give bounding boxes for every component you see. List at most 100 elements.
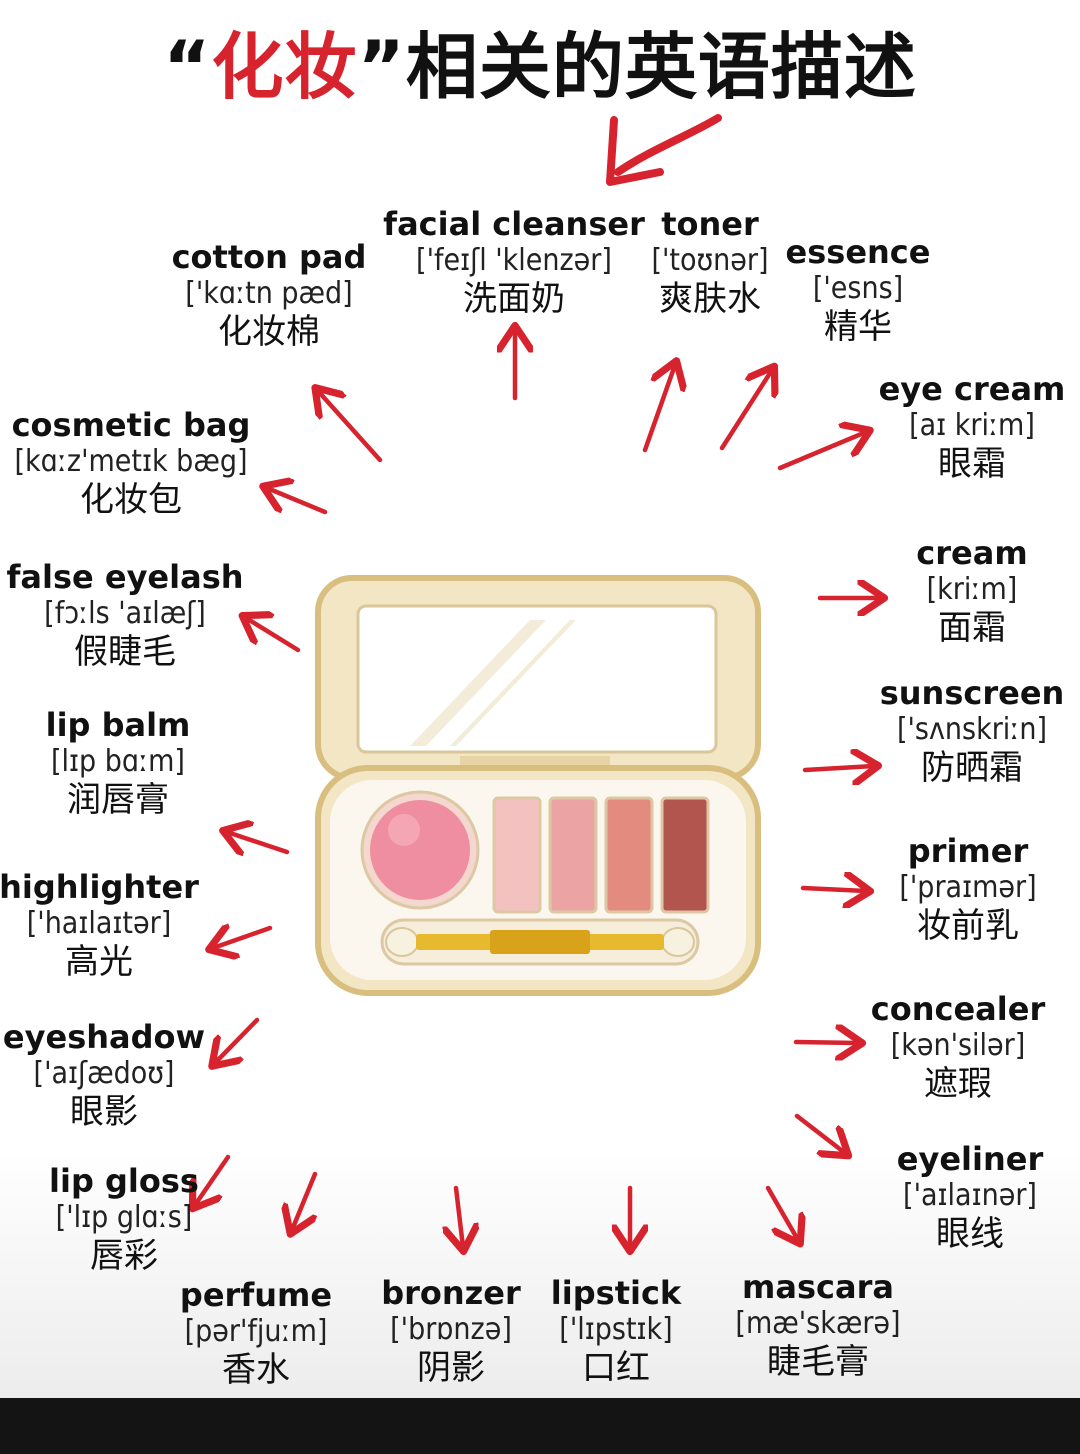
term-en: eye cream bbox=[878, 370, 1066, 408]
title-open-quote: “ bbox=[163, 25, 212, 109]
term-en: sunscreen bbox=[879, 674, 1065, 712]
term-zh: 妆前乳 bbox=[916, 906, 1019, 946]
term-cotton-pad: cotton pad ['kɑːtn pæd] 化妆棉 bbox=[172, 238, 367, 352]
term-cosmetic-bag: cosmetic bag [kɑːz'metɪk bæg] 化妆包 bbox=[12, 406, 251, 520]
arrow-highlighter bbox=[213, 928, 273, 948]
arrow-perfume bbox=[292, 1171, 318, 1230]
term-en: cotton pad bbox=[171, 238, 367, 276]
term-en: lip balm bbox=[45, 706, 191, 744]
eyeshadow-pan-2 bbox=[548, 796, 598, 914]
term-zh: 眼霜 bbox=[937, 444, 1006, 484]
term-ipa: [kriːm] bbox=[926, 572, 1018, 607]
term-zh: 遮瑕 bbox=[923, 1064, 992, 1104]
blush-highlight bbox=[388, 814, 420, 846]
term-en: highlighter bbox=[0, 868, 199, 906]
term-en: mascara bbox=[742, 1268, 894, 1306]
term-eyeshadow: eyeshadow ['aɪʃædoʊ] 眼影 bbox=[3, 1018, 205, 1132]
term-ipa: ['lɪp glɑːs] bbox=[55, 1200, 193, 1235]
term-en: cosmetic bag bbox=[11, 406, 251, 444]
arrow-concealer bbox=[793, 1042, 858, 1043]
term-zh: 香水 bbox=[221, 1350, 290, 1390]
blush-pan bbox=[370, 800, 470, 900]
term-ipa: [kən'silər] bbox=[890, 1028, 1026, 1063]
bottom-gradient bbox=[0, 1150, 1080, 1400]
arrow-primer bbox=[800, 888, 866, 891]
brush-tip-right bbox=[661, 927, 695, 957]
term-en: facial cleanser bbox=[383, 205, 645, 243]
eyeshadow-pan-3 bbox=[604, 796, 654, 914]
arrow-cotton-pad bbox=[318, 391, 383, 463]
term-ipa: ['esns] bbox=[812, 271, 904, 306]
makeup-palette-illustration bbox=[315, 575, 761, 996]
term-zh: 眼线 bbox=[936, 1214, 1004, 1254]
brush-handle-center bbox=[490, 930, 590, 954]
term-mascara: mascara [mæ'skærə] 睫毛膏 bbox=[735, 1268, 900, 1382]
arrow-lip-balm bbox=[227, 832, 290, 852]
term-ipa: [kɑːz'metɪk bæg] bbox=[14, 444, 248, 479]
term-false-eyelash: false eyelash [fɔːls 'aɪlæʃ] 假睫毛 bbox=[6, 558, 243, 672]
term-en: cream bbox=[916, 534, 1028, 572]
term-zh: 防晒霜 bbox=[921, 748, 1023, 788]
bottom-bar bbox=[0, 1398, 1080, 1454]
arrow-false-eyelash bbox=[246, 618, 301, 653]
term-ipa: [pər'fjuːm] bbox=[184, 1314, 328, 1349]
term-facial-cleanser: facial cleanser ['feɪʃl 'klenzər] 洗面奶 bbox=[383, 205, 645, 319]
term-ipa: [lɪp bɑːm] bbox=[51, 744, 185, 779]
title-curved-arrow-head bbox=[606, 116, 664, 186]
term-zh: 唇彩 bbox=[90, 1236, 158, 1276]
arrow-eyeshadow bbox=[215, 1017, 260, 1063]
arrow-eyeliner bbox=[794, 1113, 845, 1153]
term-sunscreen: sunscreen ['sʌnskriːn] 防晒霜 bbox=[880, 674, 1065, 788]
term-en: toner bbox=[661, 205, 759, 243]
term-en: primer bbox=[907, 832, 1029, 870]
term-en: lip gloss bbox=[49, 1162, 199, 1200]
term-toner: toner ['toʊnər] 爽肤水 bbox=[651, 205, 768, 319]
term-zh: 口红 bbox=[582, 1348, 650, 1388]
term-zh: 高光 bbox=[65, 942, 133, 982]
term-ipa: ['toʊnər] bbox=[651, 243, 769, 278]
term-en: eyeshadow bbox=[2, 1018, 206, 1056]
term-zh: 化妆棉 bbox=[217, 312, 320, 352]
term-zh: 化妆包 bbox=[79, 480, 182, 520]
eyeshadow-pan-1 bbox=[492, 796, 542, 914]
arrow-cosmetic-bag bbox=[267, 488, 328, 515]
arrow-bronzer bbox=[456, 1185, 463, 1247]
term-ipa: ['lɪpstɪk] bbox=[559, 1312, 673, 1347]
term-essence: essence ['esns] 精华 bbox=[786, 233, 931, 347]
term-ipa: ['haɪlaɪtər] bbox=[26, 906, 172, 941]
term-en: false eyelash bbox=[6, 558, 244, 596]
term-perfume: perfume [pər'fjuːm] 香水 bbox=[180, 1276, 332, 1390]
term-ipa: ['sʌnskriːn] bbox=[896, 712, 1048, 747]
term-eye-cream: eye cream [aɪ kriːm] 眼霜 bbox=[879, 370, 1066, 484]
term-ipa: ['kɑːtn pæd] bbox=[185, 276, 353, 311]
term-en: eyeliner bbox=[896, 1140, 1044, 1178]
arrow-eye-cream bbox=[777, 432, 866, 471]
term-highlighter: highlighter ['haɪlaɪtər] 高光 bbox=[0, 868, 199, 982]
arrow-sunscreen bbox=[802, 766, 874, 770]
title-rest: 相关的英语描述 bbox=[405, 25, 917, 109]
term-zh: 假睫毛 bbox=[74, 632, 176, 672]
term-bronzer: bronzer ['brɒnzə] 阴影 bbox=[381, 1274, 521, 1388]
term-lip-balm: lip balm [lɪp bɑːm] 润唇膏 bbox=[46, 706, 191, 820]
term-zh: 眼影 bbox=[69, 1092, 138, 1132]
term-cream: cream [kriːm] 面霜 bbox=[916, 534, 1027, 648]
arrow-essence bbox=[719, 370, 772, 451]
term-lipstick: lipstick ['lɪpstɪk] 口红 bbox=[551, 1274, 681, 1388]
term-en: lipstick bbox=[550, 1274, 682, 1312]
term-en: essence bbox=[785, 233, 931, 271]
term-en: bronzer bbox=[381, 1274, 521, 1312]
mirror-glare-2 bbox=[450, 620, 576, 746]
term-concealer: concealer [kən'silər] 遮瑕 bbox=[871, 990, 1045, 1104]
term-ipa: [aɪ kriːm] bbox=[909, 408, 1035, 443]
term-ipa: ['aɪlaɪnər] bbox=[903, 1178, 1037, 1213]
term-zh: 润唇膏 bbox=[66, 780, 169, 820]
title-close-quote: ” bbox=[357, 25, 406, 109]
term-ipa: [fɔːls 'aɪlæʃ] bbox=[44, 596, 206, 631]
term-lip-gloss: lip gloss ['lɪp glɑːs] 唇彩 bbox=[49, 1162, 199, 1276]
term-ipa: ['brɒnzə] bbox=[390, 1312, 512, 1347]
page-title: “化妆”相关的英语描述 bbox=[0, 22, 1080, 112]
arrow-toner bbox=[642, 365, 675, 453]
term-zh: 洗面奶 bbox=[462, 279, 565, 319]
term-zh: 爽肤水 bbox=[658, 279, 761, 319]
